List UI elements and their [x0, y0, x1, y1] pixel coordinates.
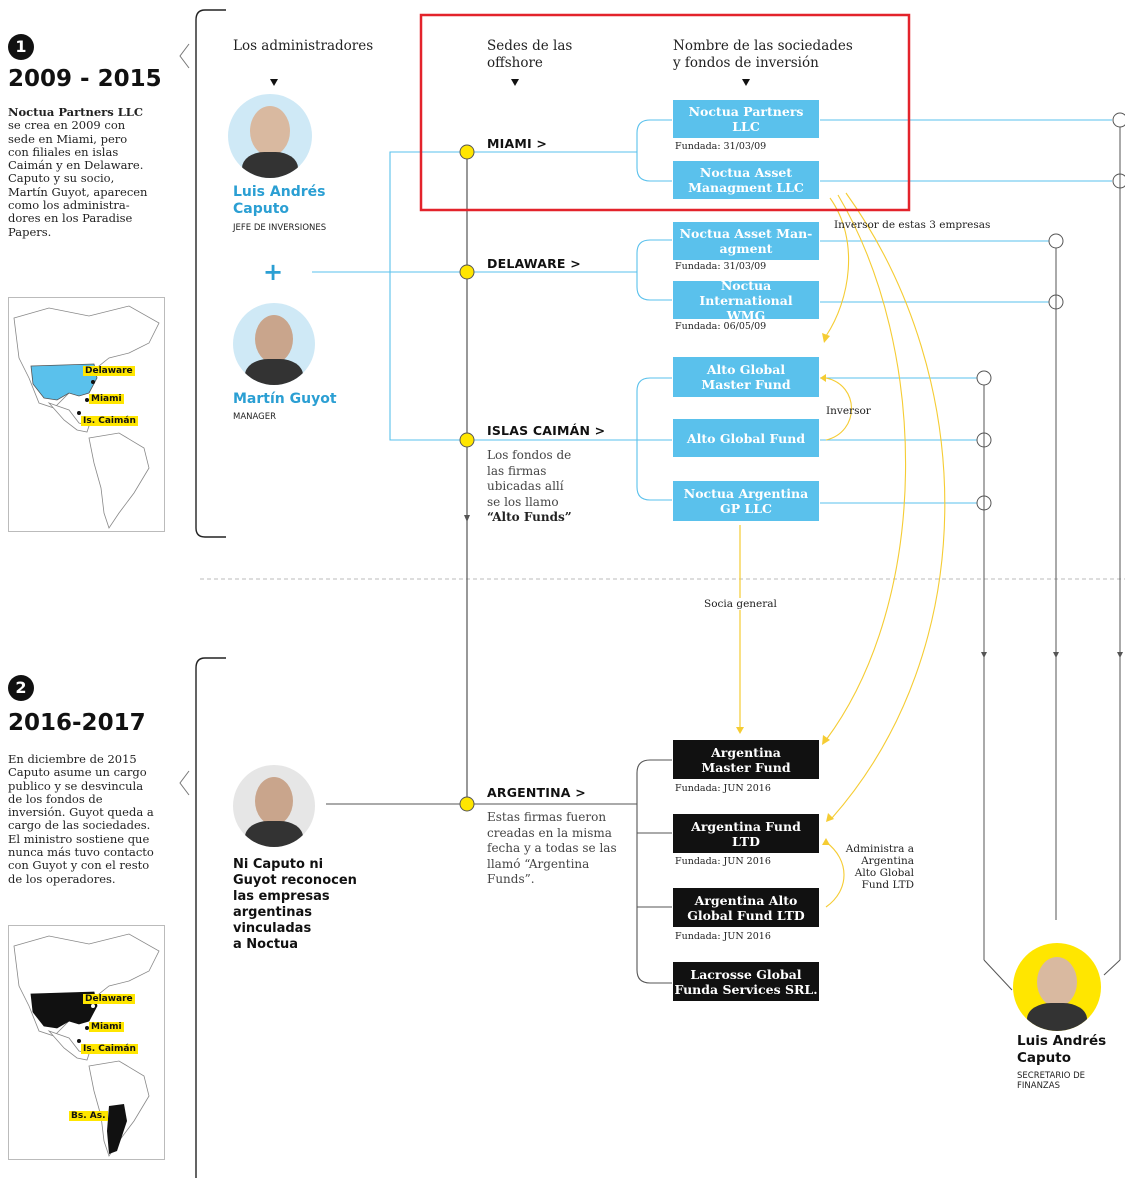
- guyot-avatar-2016: [233, 765, 315, 847]
- section1-description: Noctua Partners LLC se crea en 2009 con …: [8, 105, 168, 239]
- caputo-avatar-2016: [1013, 943, 1101, 1031]
- arrow-admins: [270, 79, 278, 86]
- highlight-box: [419, 13, 911, 212]
- section2-years: 2016-2017: [8, 710, 146, 736]
- caputo-role: JEFE DE INVERSIONES: [233, 223, 327, 233]
- americas-map-1: [13, 305, 160, 529]
- founded-noctua-partners: Fundada: 31/03/09: [675, 141, 767, 152]
- trunk-arrow: [464, 515, 470, 522]
- section1-number: 1: [8, 34, 34, 60]
- section1-years: 2009 - 2015: [8, 66, 162, 92]
- founded-arg-fund: Fundada: JUN 2016: [675, 856, 771, 867]
- annotation-administra: Administra a Argentina Alto Global Fund …: [845, 843, 914, 891]
- americas-map-2: [13, 933, 160, 1157]
- note-alto-funds: Los fondos de las firmas ubicadas allí s…: [487, 448, 572, 524]
- map-label-caiman: Is. Caimán: [81, 416, 138, 426]
- founded-noctua-asset-man: Fundada: 31/03/09: [675, 261, 767, 272]
- founded-noctua-intl: Fundada: 06/05/09: [675, 321, 767, 332]
- annotation-socia-general: Socia general: [702, 598, 779, 610]
- section1-company: Noctua Partners LLC: [8, 105, 144, 119]
- guyot-name: Martín Guyot: [233, 391, 337, 407]
- section2-description: En diciembre de 2015 Caputo asume un car…: [8, 752, 154, 886]
- plus-sign: +: [263, 258, 284, 286]
- founded-arg-alto: Fundada: JUN 2016: [675, 931, 771, 942]
- annotation-inversor-3: Inversor de estas 3 empresas: [834, 219, 991, 231]
- city-miami: MIAMI >: [487, 136, 548, 151]
- city-delaware: DELAWARE >: [487, 256, 581, 271]
- city-caiman: ISLAS CAIMÁN >: [487, 423, 606, 438]
- map-label-miami: Miami: [89, 394, 124, 404]
- map-label-bsas: Bs. As.: [69, 1111, 108, 1121]
- header-company-names: Nombre de las sociedades y fondos de inv…: [673, 38, 853, 71]
- map-americas-2009: Delaware Miami Is. Caimán: [8, 297, 165, 532]
- caputo-name-2016: Luis Andrés Caputo: [1017, 1033, 1107, 1066]
- arrow-names: [742, 79, 750, 86]
- map-label-delaware: Delaware: [83, 366, 135, 376]
- header-offshore: Sedes de las offshore: [487, 38, 573, 71]
- annotation-inversor: Inversor: [826, 405, 871, 417]
- guyot-avatar: [233, 303, 315, 385]
- section1-bracket: [195, 9, 226, 538]
- company-alto-global: Alto Global Fund: [673, 419, 819, 457]
- caputo-role-2016: SECRETARIO DE FINANZAS: [1017, 1071, 1086, 1091]
- map-label-delaware-2: Delaware: [83, 994, 135, 1004]
- section2-pointer: [179, 770, 190, 796]
- map-americas-2016: Delaware Miami Is. Caimán Bs. As.: [8, 925, 165, 1160]
- map-label-caiman-2: Is. Caimán: [81, 1044, 138, 1054]
- ni-caputo-statement: Ni Caputo ni Guyot reconocen las empresa…: [233, 857, 357, 952]
- caputo-avatar: [228, 94, 312, 178]
- city-argentina: ARGENTINA >: [487, 785, 586, 800]
- admin-bracket-blue: [389, 151, 467, 441]
- arrow-offshore: [511, 79, 519, 86]
- section2-bracket: [195, 657, 226, 1178]
- company-noctua-asset-man: Noctua Asset Man-agment: [673, 222, 819, 260]
- guyot-role: MANAGER: [233, 412, 277, 422]
- note-argentina-funds: Estas firmas fueron creadas en la misma …: [487, 810, 617, 886]
- founded-arg-master: Fundada: JUN 2016: [675, 783, 771, 794]
- section1-pointer: [179, 43, 190, 69]
- map-label-miami-2: Miami: [89, 1022, 124, 1032]
- caputo-name: Luis Andrés Caputo: [233, 184, 326, 217]
- header-admins: Los administradores: [233, 38, 374, 54]
- section2-number: 2: [8, 675, 34, 701]
